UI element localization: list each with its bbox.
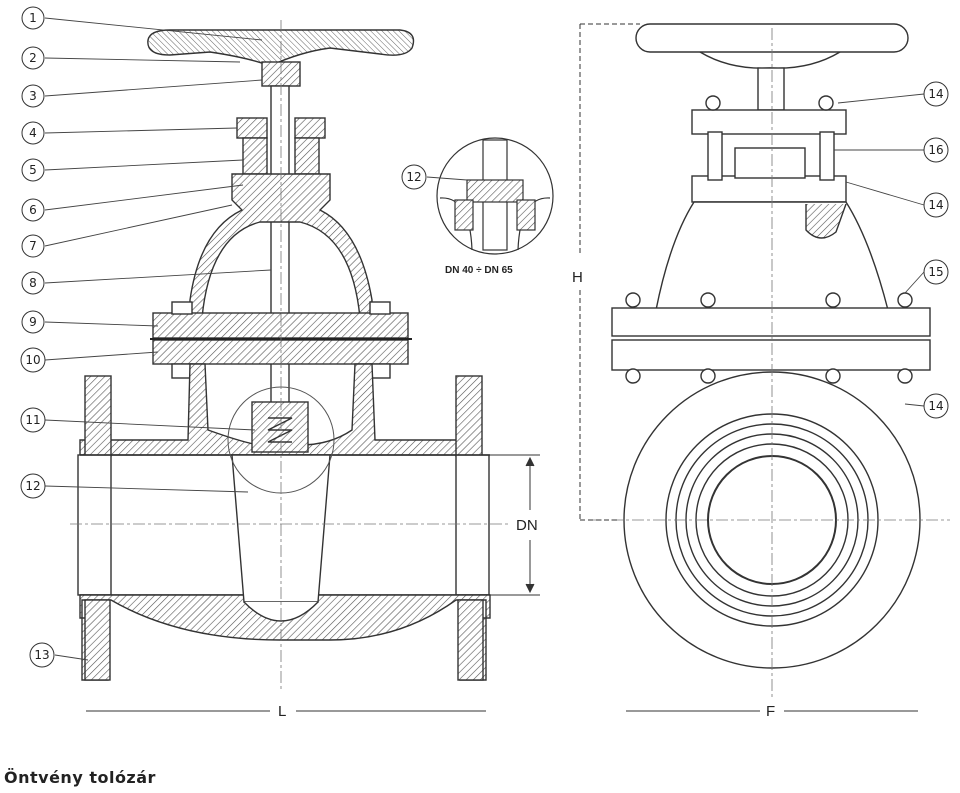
end-flange-left bbox=[84, 375, 112, 457]
elevation-view bbox=[611, 23, 931, 669]
svg-text:11: 11 bbox=[25, 413, 40, 427]
part-bubble-5: 5 bbox=[21, 158, 45, 182]
part-bubble-6: 6 bbox=[21, 198, 45, 222]
leader-lines bbox=[44, 17, 925, 661]
part-bubble-9: 9 bbox=[21, 310, 45, 334]
bonnet-flange bbox=[152, 312, 409, 339]
part-bubble-14-mid: 14 bbox=[923, 192, 949, 218]
part-bubble-3: 3 bbox=[21, 84, 45, 108]
part-bubble-16: 16 bbox=[923, 137, 949, 163]
svg-text:12: 12 bbox=[25, 479, 40, 493]
detail-view bbox=[436, 137, 554, 255]
body-upper bbox=[79, 363, 471, 456]
svg-text:14: 14 bbox=[928, 198, 943, 212]
svg-text:16: 16 bbox=[928, 143, 943, 157]
svg-text:6: 6 bbox=[29, 203, 37, 217]
part-bubble-7: 7 bbox=[21, 234, 45, 258]
svg-text:3: 3 bbox=[29, 89, 37, 103]
end-flange-right bbox=[455, 375, 483, 457]
dn-dimension bbox=[490, 454, 540, 596]
gland-flange-left bbox=[236, 117, 268, 139]
bonnet bbox=[189, 173, 373, 319]
body-flange bbox=[152, 339, 409, 365]
caption: Öntvény tolózár bbox=[4, 768, 156, 787]
svg-text:10: 10 bbox=[25, 353, 40, 367]
part-bubble-8: 8 bbox=[21, 271, 45, 295]
wedge-nut bbox=[251, 401, 309, 453]
svg-text:14: 14 bbox=[928, 87, 943, 101]
sectional-view bbox=[70, 20, 510, 690]
gland-flange-right bbox=[294, 117, 326, 139]
body-lower bbox=[79, 594, 491, 681]
part-bubble-1: 1 bbox=[21, 6, 45, 30]
part-bubble-13: 13 bbox=[29, 642, 55, 668]
detail-bubble-12: 12 bbox=[401, 164, 427, 190]
part-bubble-14-bottom: 14 bbox=[923, 393, 949, 419]
svg-text:4: 4 bbox=[29, 126, 37, 140]
part-bubble-12: 12 bbox=[20, 473, 46, 499]
part-bubble-11: 11 bbox=[20, 407, 46, 433]
l-label: L bbox=[278, 703, 286, 720]
svg-text:2: 2 bbox=[29, 51, 37, 65]
svg-text:13: 13 bbox=[34, 648, 49, 662]
part-bubble-2: 2 bbox=[21, 46, 45, 70]
h-label: H bbox=[572, 269, 583, 286]
svg-text:7: 7 bbox=[29, 239, 37, 253]
part-bubble-10: 10 bbox=[20, 347, 46, 373]
part-bubble-4: 4 bbox=[21, 121, 45, 145]
detail-note: DN 40 ÷ DN 65 bbox=[445, 265, 513, 276]
gland-body-left bbox=[242, 137, 268, 175]
svg-text:15: 15 bbox=[928, 265, 943, 279]
svg-text:9: 9 bbox=[29, 315, 37, 329]
part-bubble-15: 15 bbox=[923, 259, 949, 285]
part-bubble-14-top: 14 bbox=[923, 81, 949, 107]
gland-body-right bbox=[294, 137, 320, 175]
body-flange-elevation bbox=[611, 339, 931, 371]
svg-text:14: 14 bbox=[928, 399, 943, 413]
svg-text:8: 8 bbox=[29, 276, 37, 290]
f-label: F bbox=[766, 703, 775, 720]
bonnet-flange-elevation bbox=[611, 307, 931, 337]
svg-text:5: 5 bbox=[29, 163, 37, 177]
h-dimension bbox=[579, 23, 640, 521]
svg-text:1: 1 bbox=[29, 11, 37, 25]
svg-text:12: 12 bbox=[406, 170, 421, 184]
dn-label: DN bbox=[516, 517, 538, 534]
